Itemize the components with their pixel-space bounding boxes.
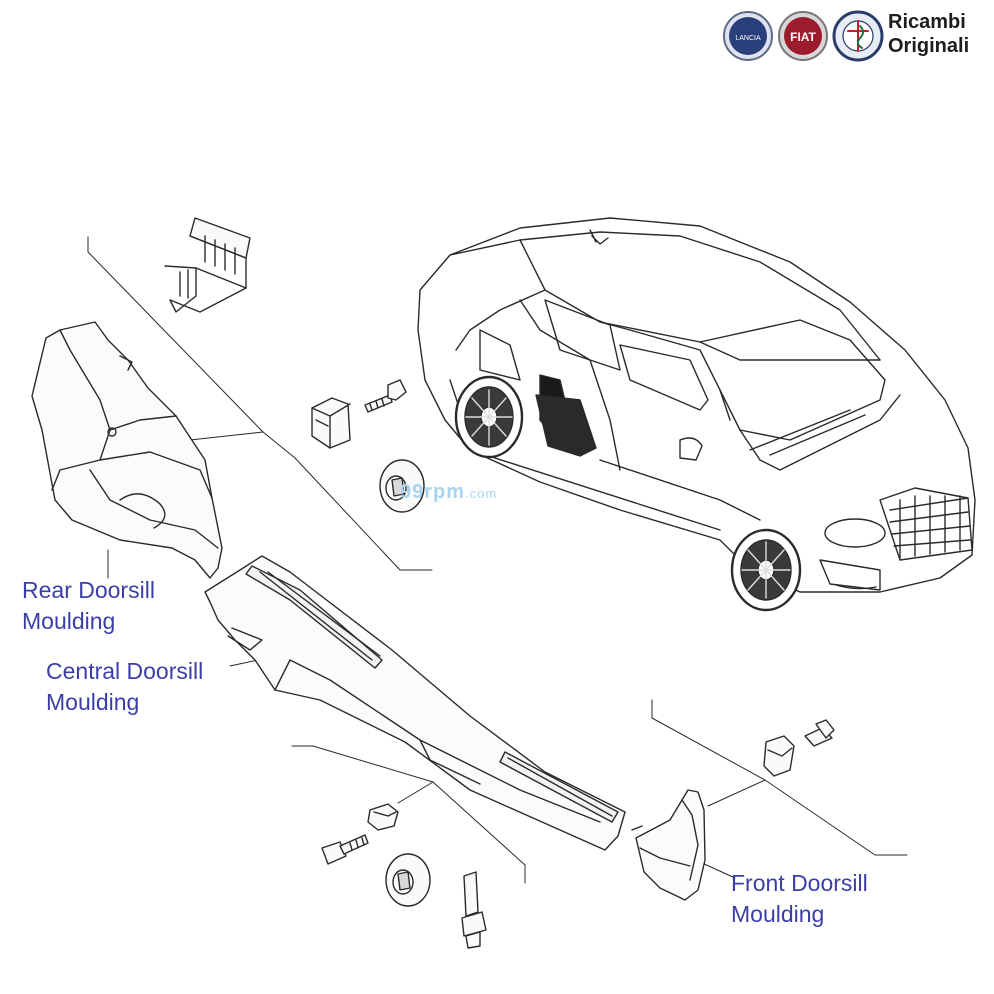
clip-fastener-front (763, 735, 795, 777)
round-retainer-upper (379, 459, 425, 513)
screw-lower (321, 834, 369, 865)
ricambi-originali-brand: Ricambi Originali (888, 10, 969, 58)
clip-fastener-lower (367, 803, 399, 831)
long-bolt-lower (461, 871, 487, 949)
central-doorsill-moulding-part (204, 555, 626, 851)
alfa-romeo-logo (832, 10, 884, 62)
watermark-suffix: .com (465, 486, 498, 501)
brand-line-1: Ricambi (888, 11, 966, 33)
rear-doorsill-moulding-part (31, 321, 223, 579)
rear-doorsill-moulding-label: Rear Doorsill Moulding (22, 575, 155, 637)
fiat-logo: FIAT (778, 11, 828, 61)
clip-fastener-upper (311, 397, 351, 449)
car-rear-wheel (454, 375, 524, 459)
central-doorsill-moulding-label: Central Doorsill Moulding (46, 656, 203, 718)
lancia-logo-text: LANCIA (735, 35, 761, 42)
front-doorsill-moulding-part (631, 789, 706, 901)
rear-label-line-2: Moulding (22, 608, 116, 634)
central-label-line-1: Central Doorsill (46, 658, 204, 684)
fiat-sedan-drawing (417, 217, 976, 593)
watermark-main: 99rpm (400, 481, 466, 503)
front-label-line-1: Front Doorsill (731, 870, 868, 896)
round-retainer-lower (385, 853, 431, 907)
central-label-line-2: Moulding (46, 689, 140, 715)
fiat-logo-text: FIAT (790, 30, 816, 44)
lancia-logo: LANCIA (723, 11, 773, 61)
car-front-wheel (730, 528, 802, 612)
watermark: 99rpm.com (400, 481, 497, 504)
screw-front (804, 719, 835, 747)
clip-bracket-top (164, 217, 251, 313)
rear-label-line-1: Rear Doorsill (22, 577, 155, 603)
leader-lines (87, 236, 908, 884)
brand-line-2: Originali (888, 35, 970, 57)
screw-upper (364, 379, 407, 413)
front-label-line-2: Moulding (731, 901, 825, 927)
front-doorsill-moulding-label: Front Doorsill Moulding (731, 868, 868, 930)
